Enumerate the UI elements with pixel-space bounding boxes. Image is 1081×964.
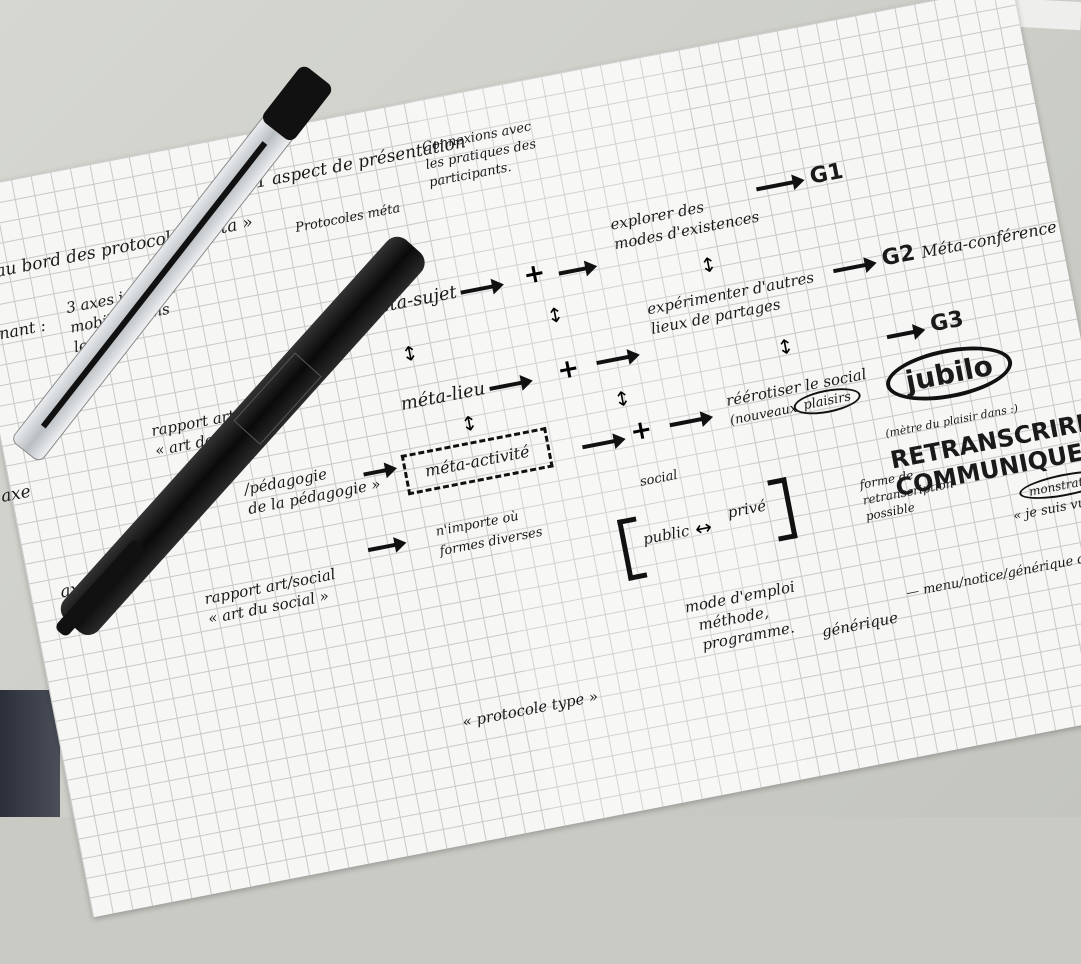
axe-label: axe: [0, 481, 33, 507]
protocoles-meta-text: Protocoles méta: [294, 200, 402, 236]
arrow-right: [886, 328, 922, 340]
generique-text: générique: [820, 608, 900, 641]
meta-conference-text: Méta-conférence: [919, 217, 1059, 262]
arrow-right: [756, 178, 801, 192]
jubilo-oval: jubilo: [881, 337, 1017, 410]
arrow-right: [833, 261, 874, 274]
corner-booklet: [0, 690, 60, 817]
g3-label: G3: [928, 306, 966, 338]
combinant-text: combinant :: [0, 315, 48, 353]
menu-text: — menu/notice/générique de film: [904, 544, 1081, 602]
double-arrow: ↕: [399, 340, 421, 367]
g2-label: G2: [879, 240, 918, 272]
g1-label: G1: [807, 158, 846, 190]
bracket-right: [767, 477, 798, 542]
double-arrow: ↕: [697, 251, 719, 279]
graph-paper-sheet: « ... au bord des protocoles méta » 1 as…: [0, 0, 1081, 917]
arrow-right: [367, 541, 403, 553]
double-arrow: ↕: [774, 333, 796, 361]
